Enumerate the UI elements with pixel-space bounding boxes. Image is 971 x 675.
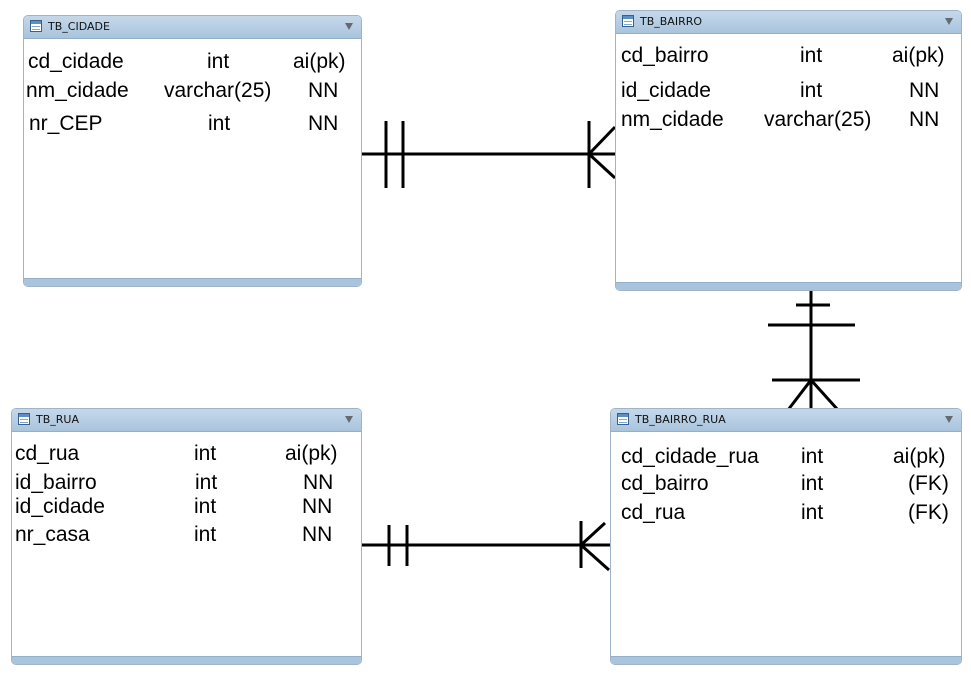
column-name: id_cidade [621,79,711,102]
column-constraint: ai(pk) [285,442,338,465]
column-name: nr_casa [15,523,90,546]
column-type: int [800,79,823,102]
table-header[interactable]: TB_BAIRRO [616,11,961,34]
table-header[interactable]: TB_RUA [12,409,361,432]
relationship-rua-bairro-rua [361,521,612,572]
column-name: id_cidade [15,495,105,518]
table-icon [617,413,629,425]
crowfoot-lower [580,543,610,572]
column-constraint: NN [302,523,333,546]
column-name: cd_rua [15,442,80,465]
column-type: int [801,472,824,495]
dropdown-arrow-icon[interactable] [345,23,353,30]
column-name: cd_bairro [621,472,709,495]
column-constraint: (FK) [908,472,949,495]
column-type: varchar(25) [164,79,272,102]
table-icon [622,15,634,27]
column-type: int [194,523,217,546]
table-footer [616,282,961,290]
column-type: int [194,442,217,465]
column-name: cd_bairro [621,44,709,67]
table-footer [24,278,361,286]
relationship-cidade-bairro [362,121,617,188]
column-name: nr_CEP [29,112,103,135]
column-name: nm_cidade [621,108,724,131]
table-tb-cidade[interactable]: TB_CIDADE cd_cidade int ai(pk) nm_cidade… [23,15,362,287]
column-constraint: NN [308,79,339,102]
column-constraint: ai(pk) [293,50,346,73]
column-constraint: (FK) [908,501,949,524]
crowfoot-right [809,378,840,412]
table-title: TB_RUA [36,413,79,426]
column-name: cd_cidade_rua [621,445,759,468]
column-type: int [801,445,824,468]
column-type: int [194,495,217,518]
table-icon [30,20,42,32]
column-name: cd_cidade [28,50,124,73]
table-footer [12,656,361,664]
column-name: id_bairro [15,471,97,494]
column-constraint: NN [303,471,334,494]
table-header[interactable]: TB_CIDADE [24,16,361,39]
table-tb-rua[interactable]: TB_RUA cd_rua int ai(pk) id_bairro int N… [11,408,362,665]
column-constraint: NN [302,495,333,518]
column-constraint: NN [909,108,940,131]
dropdown-arrow-icon[interactable] [945,18,953,25]
crowfoot-upper [587,125,617,156]
column-type: int [800,44,823,67]
table-tb-bairro-rua[interactable]: TB_BAIRRO_RUA cd_cidade_rua int ai(pk) c… [610,408,962,665]
column-constraint: ai(pk) [893,445,946,468]
dropdown-arrow-icon[interactable] [945,416,953,423]
table-title: TB_BAIRRO [640,15,703,28]
column-name: cd_rua [621,501,686,524]
relationship-bairro-bairro-rua [768,291,860,412]
table-header[interactable]: TB_BAIRRO_RUA [611,409,961,432]
crowfoot-left [786,379,813,411]
column-type: int [195,471,218,494]
table-footer [611,656,961,664]
column-type: int [207,50,230,73]
column-constraint: ai(pk) [892,44,945,67]
column-type: int [801,501,824,524]
column-type: int [208,112,231,135]
table-tb-bairro[interactable]: TB_BAIRRO cd_bairro int ai(pk) id_cidade… [615,10,962,291]
table-icon [18,413,30,425]
column-type: varchar(25) [764,108,872,131]
crowfoot-upper [579,521,607,547]
column-constraint: NN [308,112,339,135]
dropdown-arrow-icon[interactable] [345,416,353,423]
column-name: nm_cidade [26,79,129,102]
crowfoot-lower [587,152,617,180]
table-title: TB_BAIRRO_RUA [635,413,726,426]
column-constraint: NN [909,79,940,102]
table-title: TB_CIDADE [48,20,110,33]
